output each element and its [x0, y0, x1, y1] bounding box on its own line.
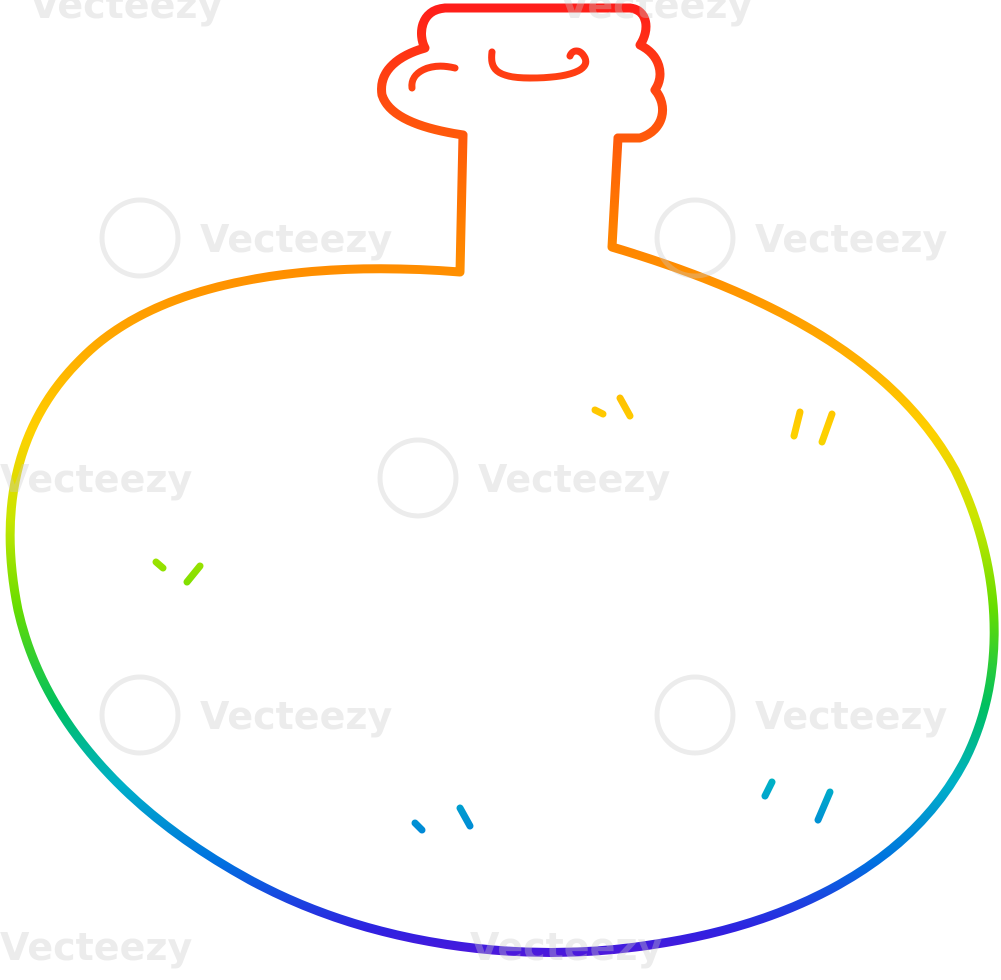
- shine-mark: [814, 788, 834, 824]
- watermark: Vecteezy: [99, 197, 392, 279]
- shine-mark: [790, 408, 804, 440]
- watermark-layer: Vecteezy Vecteezy Vecteezy Vecteezy Vect…: [0, 0, 947, 969]
- watermark: Vecteezy: [0, 457, 192, 501]
- watermark-text: Vecteezy: [200, 694, 392, 738]
- watermark-text: Vecteezy: [478, 457, 670, 501]
- watermark: Vecteezy: [377, 437, 670, 519]
- watermark: Vecteezy: [99, 674, 392, 756]
- watermark: Vecteezy: [470, 925, 662, 969]
- watermark: Vecteezy: [654, 674, 947, 756]
- watermark-text: Vecteezy: [200, 217, 392, 261]
- watermark: Vecteezy: [654, 197, 947, 279]
- shine-mark: [456, 804, 474, 830]
- shine-mark: [183, 562, 204, 586]
- shine-mark: [152, 558, 167, 572]
- watermark-text: Vecteezy: [0, 457, 192, 501]
- watermark-logo-icon: [377, 437, 459, 519]
- watermark-logo-icon: [654, 674, 736, 756]
- watermark-logo-icon: [99, 674, 181, 756]
- watermark: Vecteezy: [0, 925, 192, 969]
- watermark-text: Vecteezy: [755, 217, 947, 261]
- watermark-text: Vecteezy: [755, 694, 947, 738]
- watermark: Vecteezy: [30, 0, 222, 27]
- shine-mark: [591, 406, 607, 418]
- bottle-outline: [5, 130, 999, 957]
- watermark-logo-icon: [654, 197, 736, 279]
- shine-mark: [616, 394, 634, 420]
- watermark-text: Vecteezy: [30, 0, 222, 27]
- watermark-text: Vecteezy: [0, 925, 192, 969]
- shine-mark: [411, 819, 426, 834]
- shine-marks: [152, 394, 836, 834]
- watermark-text: Vecteezy: [470, 925, 662, 969]
- watermark-logo-icon: [99, 197, 181, 279]
- watermark: Vecteezy: [560, 0, 752, 27]
- shine-mark: [818, 410, 836, 446]
- cork-detail-left: [408, 62, 459, 92]
- bottle-cork: [377, 3, 667, 143]
- cork-opening: [488, 47, 590, 82]
- shine-mark: [761, 778, 776, 800]
- watermark-text: Vecteezy: [560, 0, 752, 27]
